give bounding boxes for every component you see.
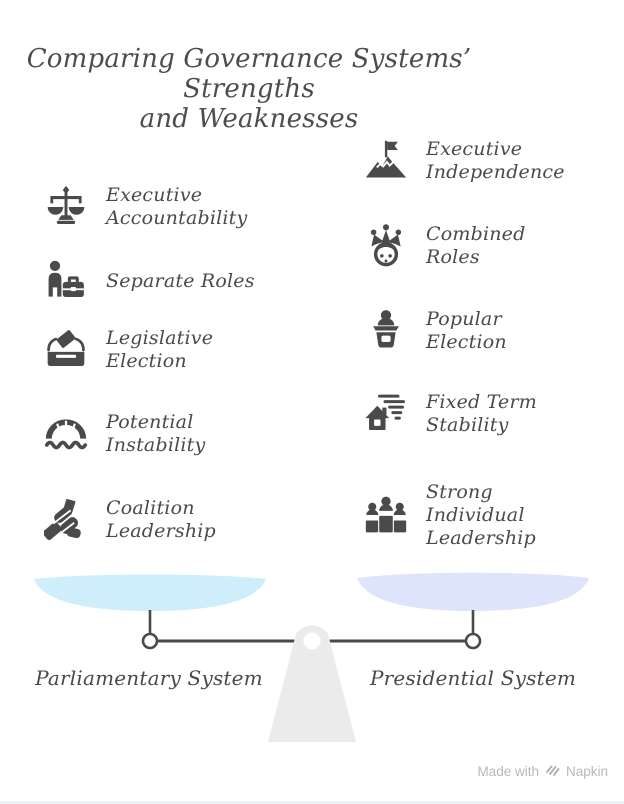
item-label: Potential Instability (106, 411, 206, 456)
item-label: Executive Independence (426, 138, 565, 183)
winners-podium-icon (364, 491, 408, 539)
fulcrum-hole (303, 632, 321, 650)
napkin-logo-icon (545, 762, 560, 780)
mountain-flag-icon (364, 137, 408, 185)
page-bottom-edge (0, 801, 624, 804)
item-label: Executive Accountability (106, 184, 248, 229)
person-briefcase-icon (44, 257, 88, 305)
king-icon (364, 222, 408, 270)
item-strong-individual-leadership: Strong Individual Leadership (364, 477, 536, 553)
item-label: Separate Roles (106, 269, 255, 292)
item-label: Popular Election (426, 308, 507, 353)
item-potential-instability: Potential Instability (44, 406, 205, 462)
left-pivot-circle (141, 632, 159, 650)
fulcrum (268, 625, 356, 742)
watermark-prefix: Made with (477, 763, 539, 779)
item-popular-election: Popular Election (364, 303, 507, 359)
handshake-icon (44, 496, 88, 544)
item-legislative-election: Legislative Election (44, 322, 213, 378)
balance-scale-icon (44, 183, 88, 231)
item-label: Combined Roles (426, 223, 526, 268)
page-title: Comparing Governance Systems’ Strengths … (26, 44, 472, 134)
item-combined-roles: Combined Roles (364, 218, 525, 274)
item-coalition-leadership: Coalition Leadership (44, 492, 216, 548)
bridge-icon (44, 410, 88, 458)
left-pan (34, 574, 266, 611)
item-label: Legislative Election (106, 327, 214, 372)
podium-speaker-icon (364, 307, 408, 355)
presidential-system-label: Presidential System (369, 666, 577, 690)
item-executive-accountability: Executive Accountability (44, 179, 247, 235)
right-pivot-circle (464, 632, 482, 650)
house-wind-icon (364, 390, 408, 438)
item-executive-independence: Executive Independence (364, 133, 565, 189)
item-label: Strong Individual Leadership (426, 480, 536, 549)
parliamentary-system-label: Parliamentary System (35, 666, 263, 690)
item-separate-roles: Separate Roles (44, 253, 255, 309)
item-label: Fixed Term Stability (426, 391, 537, 436)
item-label: Coalition Leadership (106, 497, 216, 542)
item-fixed-term-stability: Fixed Term Stability (364, 386, 537, 442)
right-pan (357, 572, 589, 611)
made-with-napkin-watermark[interactable]: Made with Napkin (477, 762, 608, 780)
ballot-box-icon (44, 326, 88, 374)
balance-scale-graphic (34, 572, 589, 742)
watermark-brand: Napkin (565, 763, 608, 779)
pan-hanger-lines (148, 610, 475, 634)
